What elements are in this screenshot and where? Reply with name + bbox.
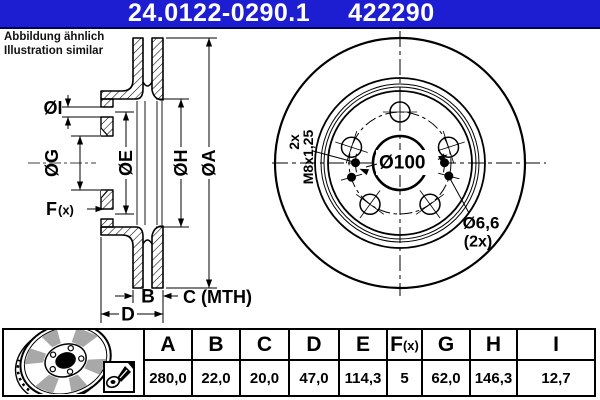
col-header: B [193, 330, 239, 361]
brake-disc-icon [14, 330, 112, 394]
label-backing [376, 150, 438, 175]
note-line-de: Abbildung ähnlich [4, 31, 105, 43]
bolt-circle [348, 111, 452, 215]
drawing-pen-icon [103, 361, 135, 393]
disc-circles [273, 36, 527, 290]
col-value: 114,3 [344, 369, 382, 387]
spec-col-h: H 146,3 [469, 330, 516, 395]
vent-channel-bottom [142, 239, 153, 245]
col-value: 5 [400, 369, 409, 387]
cross-section-view [28, 37, 164, 289]
col-header-suffix: (x) [402, 338, 419, 353]
section-hub-face [100, 98, 114, 228]
vent-channel-top [142, 81, 153, 87]
col-header: C [241, 330, 288, 361]
dim-label-dia-e: ØE [116, 150, 136, 176]
col-value: 62,0 [431, 369, 461, 387]
dim-label-d: D [121, 305, 135, 326]
label-setscrew-dia: Ø6,6 [463, 214, 500, 233]
section-outboard-plate-top [151, 37, 164, 101]
spec-col-f: F(x) 5 [386, 330, 421, 395]
reference-number: 422290 [348, 0, 435, 27]
col-header: E [340, 330, 386, 361]
col-header: H [471, 330, 516, 361]
dim-label-dia-h: ØH [171, 150, 191, 177]
dim-label-f: F [46, 199, 57, 219]
front-view: Ø100 2x M8x1,25 Ø6,6 (2x) [272, 31, 546, 296]
label-setscrew-count: (2x) [464, 234, 492, 251]
col-header: A [145, 330, 191, 361]
section-inboard-plate-bottom [100, 226, 144, 289]
wheel-bolt-holes [335, 95, 465, 219]
spec-col-i: I 12,7 [516, 330, 594, 395]
col-header: D [290, 330, 338, 361]
col-value: 280,0 [149, 369, 187, 387]
col-value: 22,0 [201, 369, 231, 387]
section-dimensions: ØI ØG ØE ØH [42, 37, 252, 326]
spec-col-d: D 47,0 [288, 330, 338, 395]
dim-label-dia-g: ØG [42, 149, 62, 177]
col-header: G [423, 330, 469, 361]
dim-label-f-suffix: (x) [58, 203, 74, 218]
spec-col-e: E 114,3 [338, 330, 386, 395]
note-line-en: Illustration similar [4, 44, 104, 57]
col-header: I [518, 330, 594, 361]
col-value: 146,3 [474, 369, 513, 387]
projected-edges [136, 101, 163, 225]
col-value: 12,7 [541, 369, 571, 387]
spec-col-a: A 280,0 [143, 330, 191, 395]
label-bolt-circle: Ø100 [379, 153, 425, 174]
disc-thumbnail-cell [4, 330, 143, 395]
col-header: F [390, 332, 403, 356]
service-holes [340, 158, 460, 182]
section-outboard-plate-bottom [151, 225, 164, 289]
spec-col-g: G 62,0 [421, 330, 469, 395]
dim-label-dia-i: ØI [43, 98, 62, 118]
similarity-note: Abbildung ähnlich Illustration similar [4, 31, 104, 58]
col-value: 20,0 [249, 369, 280, 387]
col-value: 47,0 [299, 369, 329, 387]
label-service-thread: M8x1,25 [300, 130, 316, 185]
section-inboard-plate-top [100, 37, 144, 100]
spec-col-b: B 22,0 [191, 330, 239, 395]
dim-label-c: C (MTH) [183, 287, 252, 307]
title-bar: 24.0122-0290.1 422290 [0, 0, 600, 29]
dim-label-dia-a: ØA [199, 149, 219, 176]
label-service-count: 2x [286, 134, 302, 150]
spec-table: A 280,0 B 22,0 C 20,0 D 47,0 E 114,3 F(x… [2, 328, 596, 397]
dim-label-b: B [141, 287, 155, 308]
spec-col-c: C 20,0 [239, 330, 288, 395]
part-number: 24.0122-0290.1 [128, 0, 311, 27]
